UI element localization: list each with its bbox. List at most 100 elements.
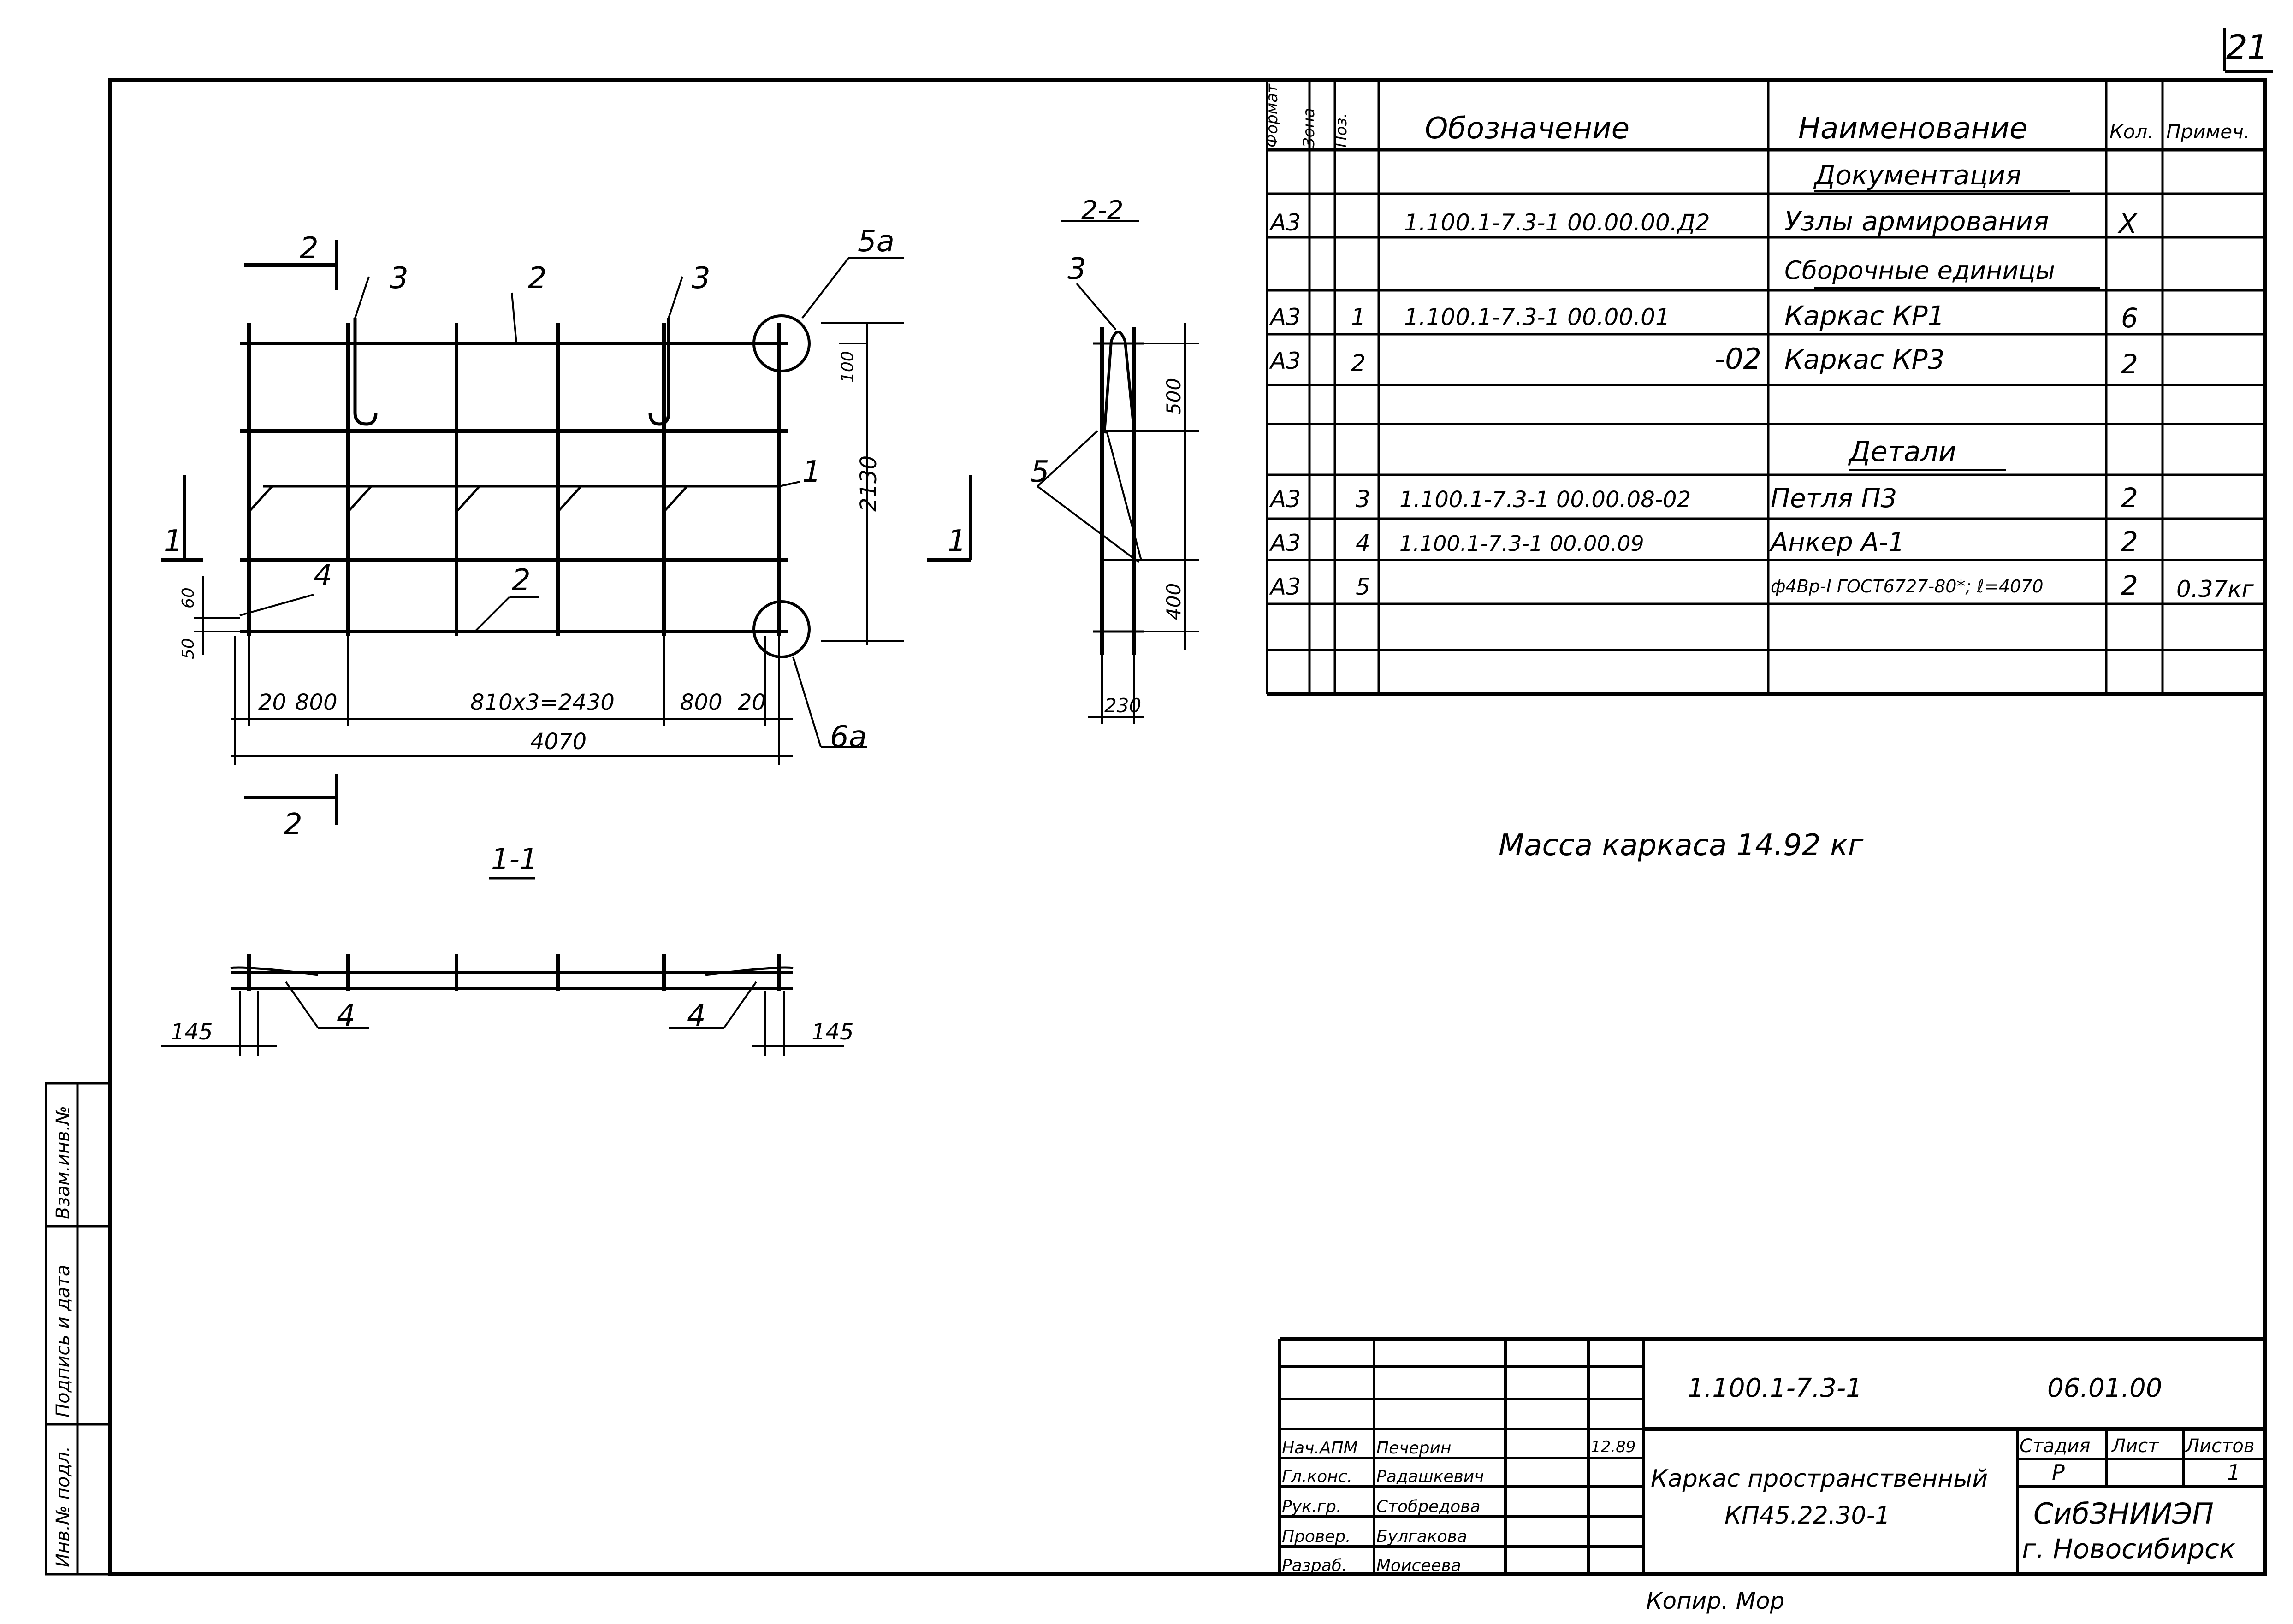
title-block-grid [1278, 1337, 2265, 1574]
spec-row-name: Узлы армирования [1784, 206, 2049, 237]
stamp-podpis: Подпись и дата [53, 1265, 74, 1417]
stage-label: Стадия [2020, 1435, 2090, 1457]
pos-label: 6а [830, 720, 867, 754]
spec-row-qty: 2 [2121, 570, 2138, 601]
dim-label: 500 [1162, 378, 1185, 415]
stamp-inv-podl: Инв.№ подл. [53, 1446, 74, 1567]
sheets-label: Листов [2185, 1435, 2254, 1457]
spec-table-grid [1266, 80, 2265, 696]
pos-label: 2 [512, 563, 531, 597]
pos-label: 1 [802, 455, 821, 489]
pos-label: 3 [1067, 252, 1086, 286]
col-designation-header: Обозначение [1425, 112, 1629, 146]
dim-label: 230 [1104, 694, 1141, 717]
spec-row-name: ф4Вр-I ГОСТ6727-80*; ℓ=4070 [1771, 576, 2044, 596]
pos-label: 2 [528, 261, 547, 295]
spec-row-qty: 6 [2121, 302, 2138, 334]
sign-role: Рук.гр. [1282, 1497, 1341, 1516]
dim-label: 100 [838, 351, 857, 383]
spec-row-name: Каркас КР3 [1784, 344, 1945, 375]
spec-row-format: А3 [1269, 304, 1301, 331]
sheet-frame [108, 78, 2267, 1576]
pos-label: 5а [858, 224, 895, 259]
dim-label: 4070 [530, 729, 587, 755]
pos-label: 3 [692, 261, 711, 295]
stamp-vzam: Взам.инв.№ [53, 1106, 74, 1219]
pos-label: 4 [314, 559, 332, 593]
sign-name: Булгакова [1376, 1527, 1467, 1546]
spec-row-pos: 3 [1356, 486, 1370, 513]
spec-row-name: Сборочные единицы [1784, 256, 2055, 285]
dim-label: 20 [258, 690, 286, 715]
frame-elevation [240, 323, 788, 636]
sheet-number: 21 [2226, 28, 2269, 66]
spec-row-designation: 1.100.1-7.3-1 00.00.00.Д2 [1404, 209, 1710, 236]
col-note-header: Примеч. [2166, 120, 2250, 143]
org-city: г. Новосибирск [2022, 1533, 2235, 1565]
sign-name: Печерин [1376, 1439, 1451, 1458]
spec-row-format: А3 [1269, 209, 1301, 236]
sign-role: Провер. [1282, 1527, 1351, 1546]
spec-row-designation: -02 [1715, 342, 1761, 376]
spec-row-qty: 2 [2121, 348, 2138, 380]
spec-row-format: А3 [1269, 486, 1301, 513]
dim-label: 800 [680, 690, 723, 715]
spec-row-name: Детали [1848, 436, 1956, 468]
sheet-number-box [2223, 28, 2273, 73]
section-mark: 1 [164, 524, 183, 558]
col-format-header: Формат [1263, 83, 1281, 148]
copier-note: Копир. Мор [1646, 1588, 1784, 1614]
pos-label: 5 [1031, 455, 1049, 489]
dim-label: 2130 [856, 455, 882, 512]
spec-row-qty: 2 [2121, 482, 2138, 514]
spec-row-qty: Х [2117, 208, 2138, 239]
sign-role: Гл.конс. [1282, 1467, 1352, 1486]
section-2-2-label: 2-2 [1081, 195, 1123, 225]
spec-row-name: Петля П3 [1771, 484, 1897, 514]
dim-label: 50 [179, 638, 198, 659]
dim-label: 145 [171, 1019, 213, 1045]
dim-label: 810х3=2430 [470, 690, 615, 715]
section-1-1-label: 1-1 [491, 842, 538, 876]
doc-code: 1.100.1-7.3-1 [1688, 1373, 1862, 1403]
spec-row-designation: 1.100.1-7.3-1 00.00.01 [1404, 304, 1670, 331]
sign-role: Нач.АПМ [1282, 1439, 1358, 1458]
pos-label: 4 [687, 999, 706, 1033]
dim-label: 800 [295, 690, 338, 715]
spec-row-pos: 1 [1351, 304, 1366, 331]
spec-row-note: 0.37кг [2176, 576, 2254, 602]
mass-note: Масса каркаса 14.92 кг [1499, 828, 1864, 862]
section-mark: 1 [948, 524, 966, 558]
dim-label: 20 [738, 690, 766, 715]
dim-label: 60 [179, 587, 198, 608]
col-zone-header: Зона [1300, 108, 1318, 148]
section-1-1-view [161, 877, 844, 1056]
spec-row-name: Анкер А-1 [1769, 527, 1905, 557]
sheets-value: 1 [2227, 1460, 2240, 1485]
spec-row-qty: 2 [2121, 526, 2138, 557]
spec-row-pos: 5 [1356, 573, 1370, 600]
sign-role: Разраб. [1282, 1556, 1347, 1575]
dim-label: 145 [812, 1019, 854, 1045]
spec-row-format: А3 [1269, 348, 1301, 374]
title-line2: КП45.22.30-1 [1724, 1502, 1890, 1530]
sign-name: Моисеева [1376, 1556, 1461, 1575]
spec-row-format: А3 [1269, 573, 1301, 600]
sign-date: 12.89 [1591, 1438, 1635, 1456]
pos-label: 3 [390, 261, 409, 295]
title-line1: Каркас пространственный [1651, 1465, 1988, 1493]
sign-name: Стобредова [1376, 1497, 1481, 1516]
dim-label: 400 [1162, 583, 1185, 620]
col-qty-header: Кол. [2109, 120, 2154, 143]
col-pos-header: Поз. [1332, 113, 1351, 148]
section-2-2-view [1037, 220, 1199, 724]
spec-row-name: Каркас КР1 [1784, 300, 1945, 331]
pos-label: 4 [337, 999, 356, 1033]
stage-value: Р [2052, 1460, 2065, 1485]
col-name-header: Наименование [1798, 112, 2027, 146]
doc-suffix: 06.01.00 [2047, 1373, 2162, 1403]
sign-name: Радашкевич [1376, 1467, 1484, 1486]
spec-row-designation: 1.100.1-7.3-1 00.00.09 [1399, 531, 1644, 556]
